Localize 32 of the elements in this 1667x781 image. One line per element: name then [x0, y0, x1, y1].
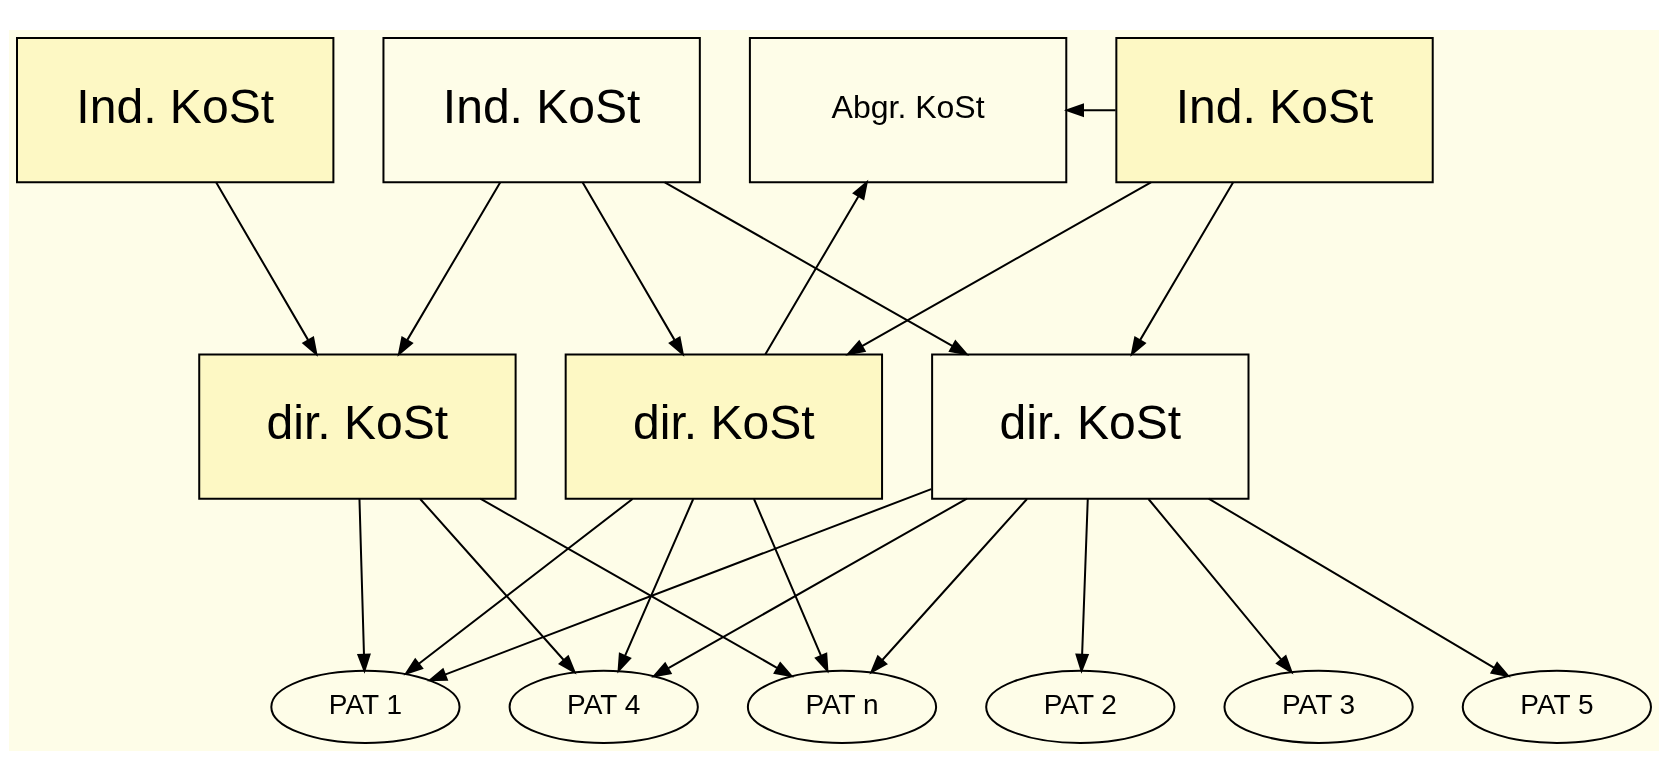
arrow	[1207, 497, 1511, 678]
node-box: Ind. KoSt	[15, 37, 334, 184]
arrow	[663, 181, 969, 356]
arrow	[478, 497, 794, 678]
arrow	[752, 498, 829, 674]
arrow	[403, 498, 633, 676]
arrow	[581, 181, 684, 357]
arrow	[763, 179, 868, 356]
node-box: Ind. KoSt	[1114, 37, 1434, 184]
node-box: dir. KoSt	[197, 353, 517, 500]
arrow	[418, 498, 577, 675]
arrow	[844, 181, 1152, 356]
arrow	[356, 498, 371, 674]
node-ellipse: PAT 5	[1461, 669, 1652, 744]
node-box: Ind. KoSt	[381, 37, 701, 184]
arrow	[1147, 498, 1293, 675]
arrow	[214, 181, 318, 357]
arrow	[868, 498, 1028, 675]
arrow	[1129, 181, 1234, 357]
arrow	[650, 497, 968, 678]
node-box: dir. KoSt	[564, 353, 883, 500]
arrow	[396, 181, 501, 357]
node-ellipse: PAT 3	[1222, 669, 1414, 744]
node-box: dir. KoSt	[930, 353, 1249, 500]
arrow	[616, 498, 694, 674]
arrow	[1063, 103, 1117, 118]
node-ellipse: PAT n	[746, 669, 937, 744]
arrow	[426, 488, 932, 682]
node-ellipse: PAT 2	[984, 669, 1175, 744]
node-ellipse: PAT 4	[508, 669, 699, 744]
arrow	[1074, 498, 1089, 674]
node-box: Abgr. KoSt	[748, 37, 1067, 184]
